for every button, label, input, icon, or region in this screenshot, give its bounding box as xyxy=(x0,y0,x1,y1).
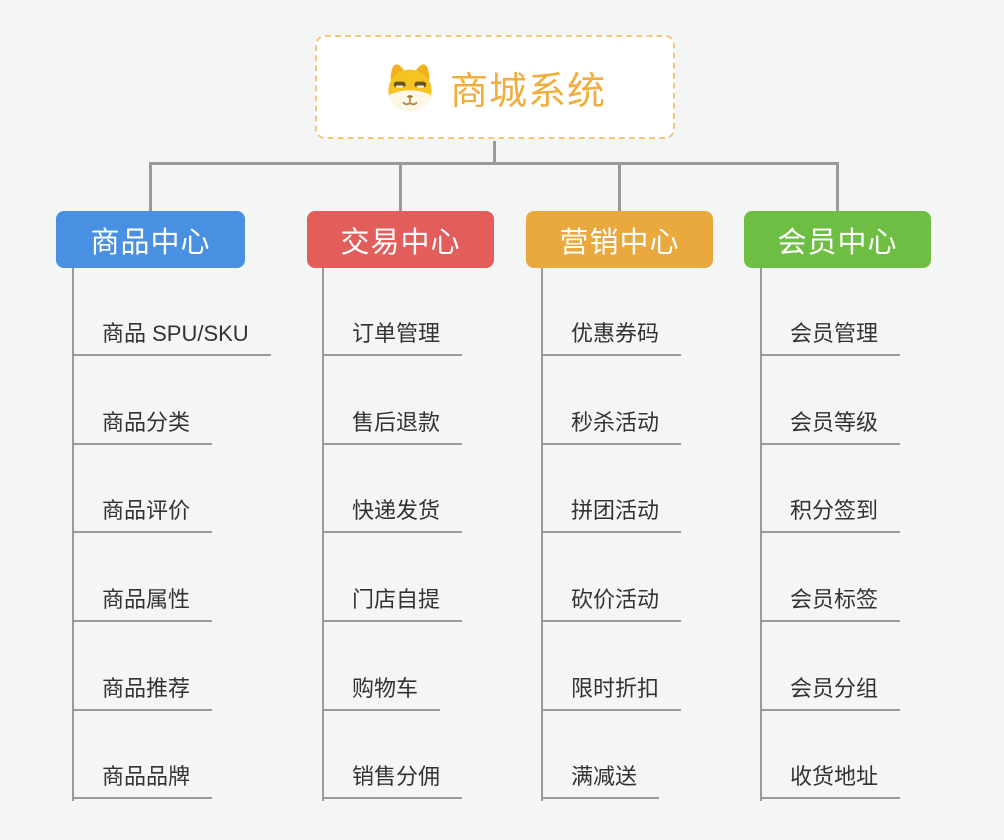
root-title: 商城系统 xyxy=(449,70,606,113)
mindmap-node-item[interactable]: 收货地址 xyxy=(760,762,901,799)
mindmap-node-item[interactable]: 限时折扣 xyxy=(541,674,682,711)
connector-drop xyxy=(399,162,402,211)
branch-product-center[interactable]: 商品中心 xyxy=(56,211,245,268)
connector-drop xyxy=(618,162,621,211)
branch-marketing-center[interactable]: 营销中心 xyxy=(526,211,713,268)
branch-column-trade: 订单管理 售后退款 快递发货 门店自提 购物车 销售分佣 xyxy=(322,268,572,802)
connector-root-stem xyxy=(493,141,496,163)
connector-drop xyxy=(836,162,839,211)
mindmap-node-item[interactable]: 快递发货 xyxy=(322,496,463,533)
mindmap-node-item[interactable]: 销售分佣 xyxy=(322,762,463,799)
shiba-dog-icon xyxy=(384,61,436,113)
mindmap-node-item[interactable]: 积分签到 xyxy=(760,496,901,533)
mindmap-node-item[interactable]: 商品推荐 xyxy=(72,674,213,711)
mindmap-node-item[interactable]: 售后退款 xyxy=(322,408,463,445)
root-node[interactable]: 商城系统 xyxy=(315,35,675,139)
connector-horizontal xyxy=(149,162,839,165)
branch-column-member: 会员管理 会员等级 积分签到 会员标签 会员分组 收货地址 xyxy=(760,268,1004,802)
mindmap-node-item[interactable]: 优惠券码 xyxy=(541,319,682,356)
mindmap-node-item[interactable]: 购物车 xyxy=(322,674,441,711)
mindmap-node-item[interactable]: 会员标签 xyxy=(760,585,901,622)
mindmap-node-item[interactable]: 秒杀活动 xyxy=(541,408,682,445)
mindmap-node-item[interactable]: 会员管理 xyxy=(760,319,901,356)
mindmap-node-item[interactable]: 商品属性 xyxy=(72,585,213,622)
mindmap-node-item[interactable]: 门店自提 xyxy=(322,585,463,622)
branch-column-product: 商品 SPU/SKU 商品分类 商品评价 商品属性 商品推荐 商品品牌 xyxy=(72,268,322,802)
mindmap-node-item[interactable]: 商品品牌 xyxy=(72,762,213,799)
branch-column-marketing: 优惠券码 秒杀活动 拼团活动 砍价活动 限时折扣 满减送 xyxy=(541,268,791,802)
mindmap-node-item[interactable]: 商品分类 xyxy=(72,408,213,445)
mindmap-node-item[interactable]: 商品 SPU/SKU xyxy=(72,319,271,356)
connector-spine xyxy=(541,268,543,801)
connector-drop xyxy=(149,162,152,211)
mindmap-node-item[interactable]: 会员分组 xyxy=(760,674,901,711)
connector-spine xyxy=(322,268,324,801)
branch-member-center[interactable]: 会员中心 xyxy=(744,211,931,268)
mindmap-node-item[interactable]: 会员等级 xyxy=(760,408,901,445)
mindmap-node-item[interactable]: 砍价活动 xyxy=(541,585,682,622)
mindmap-node-item[interactable]: 商品评价 xyxy=(72,496,213,533)
connector-spine xyxy=(760,268,762,801)
mindmap-node-item[interactable]: 拼团活动 xyxy=(541,496,682,533)
mindmap-node-item[interactable]: 满减送 xyxy=(541,762,660,799)
mindmap-node-item[interactable]: 订单管理 xyxy=(322,319,463,356)
connector-spine xyxy=(72,268,74,801)
branch-trade-center[interactable]: 交易中心 xyxy=(307,211,494,268)
